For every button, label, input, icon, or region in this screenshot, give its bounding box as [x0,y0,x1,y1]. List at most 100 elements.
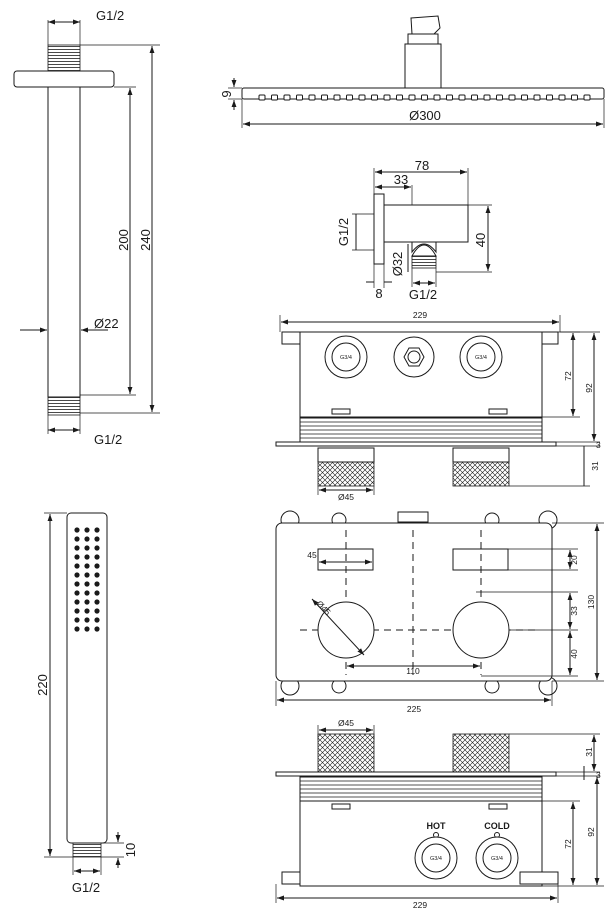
nozzle-dot [84,617,90,623]
nozzle-dot [74,527,80,533]
nozzle-dot [94,590,100,596]
valve-top-knob-label: Ø45 [338,492,354,502]
nozzle [358,94,366,101]
nozzle [521,94,528,101]
nozzle [346,94,353,101]
cold-port-label: G3/4 [491,856,503,862]
valve-top-tab-left [281,331,301,345]
nozzle [508,94,516,101]
hand-shower-thread [72,842,102,858]
valve-top-plate-label: 3 [596,440,601,450]
hot-port-label: G3/4 [430,856,442,862]
hand-shower-thread-label: G1/2 [72,880,100,895]
arm-thread-bottom-label: G1/2 [94,432,122,447]
nozzle-dot [84,581,90,587]
outlet-width-label: 78 [415,158,429,173]
nozzle-dot [74,572,80,578]
nozzle-dot [84,599,90,605]
nozzle-dot [74,617,80,623]
nozzle-dot [84,554,90,560]
shower-arm-drawing: G1/2 240 200 Ø22 G1/2 [13,8,160,447]
arm-diameter-label: Ø22 [94,316,119,331]
arm-height-label: 200 [116,229,131,251]
nozzle [446,94,453,101]
valve-front-spacing-label: 110 [406,666,420,676]
hot-label: HOT [427,821,447,831]
nozzle-dot [94,626,100,632]
valve-front-dim33-label: 33 [569,606,579,616]
valve-bottom-depth-label: 72 [563,839,573,849]
valve-bottom-plate-label: 3 [596,770,601,780]
nozzle-dot [94,545,100,551]
nozzle-dot [84,527,90,533]
nozzle-dot [84,626,90,632]
outlet-flange-label: 8 [375,286,382,301]
nozzle [296,94,303,101]
nozzle [483,94,491,101]
nozzle [558,94,566,101]
valve-top-depth-label: 72 [563,371,573,381]
valve-top-plate [275,441,557,447]
arm-tube [47,86,81,398]
nozzle [383,94,391,101]
head-neck [404,43,442,89]
nozzle [583,94,591,101]
nozzle-dot [74,545,80,551]
arm-bottom-thread [47,396,81,416]
nozzle [271,94,278,101]
nozzle-dot [84,536,90,542]
valve-front-dim40-label: 40 [569,649,579,659]
nozzle-dot [94,572,100,578]
nozzle [496,94,503,101]
valve-bottom-view: Ø45 HOT COLD G3/4 G3/4 31 3 72 92 [275,718,604,910]
nozzle-dot [74,554,80,560]
nozzle-dot [94,527,100,533]
nozzle-dot [74,590,80,596]
nozzle-dot [94,608,100,614]
hand-shower-body [66,512,108,844]
nozzle [283,94,291,101]
nozzle-dot [74,563,80,569]
valve-front-dim20-label: 20 [569,555,579,565]
nozzle [546,94,553,101]
port-right-label: G3/4 [475,355,487,361]
nozzle-dot [84,563,90,569]
knob-right-bottom [452,733,510,773]
nozzle-dot [94,581,100,587]
valve-bottom-width-label: 229 [413,900,427,910]
nozzle-dot [74,599,80,605]
nozzle-dot [84,590,90,596]
outlet-diameter-label: Ø32 [390,252,405,277]
nozzle [258,94,266,101]
nozzle-dot [94,599,100,605]
outlet-inner-label: 33 [394,172,408,187]
nozzle [396,94,403,101]
head-ball-joint [410,15,441,35]
outlet-thread-bottom-label: G1/2 [409,287,437,302]
nozzle [408,94,416,101]
head-thickness-label: 9 [219,90,234,97]
nozzle [308,94,316,101]
valve-top-knob-height-label: 31 [590,461,600,471]
nozzle [321,94,328,101]
nozzle [571,94,578,101]
nozzle-dot [74,608,80,614]
nozzle-dot [74,581,80,587]
valve-top-depth-total-label: 92 [584,383,594,393]
valve-bottom-knob-label: Ø45 [338,718,354,728]
nozzle-dot [94,617,100,623]
nozzle-dot [94,563,100,569]
valve-front-height-label: 130 [586,595,596,609]
hand-shower-length-label: 220 [35,674,50,696]
nozzle-dot [74,536,80,542]
outlet-thread-left-label: G1/2 [336,218,351,246]
wall-outlet-drawing: 78 33 40 G1/2 Ø32 8 G1/2 [336,158,492,302]
arm-thread-top-label: G1/2 [96,8,124,23]
valve-bottom-plate [275,771,557,777]
hand-shower-drawing: 220 10 G1/2 [35,512,138,895]
knob-left-bottom [317,733,375,773]
nozzle [471,94,478,101]
arm-top-thread [47,44,81,72]
outlet-body [383,204,469,243]
nozzle-dot [84,572,90,578]
